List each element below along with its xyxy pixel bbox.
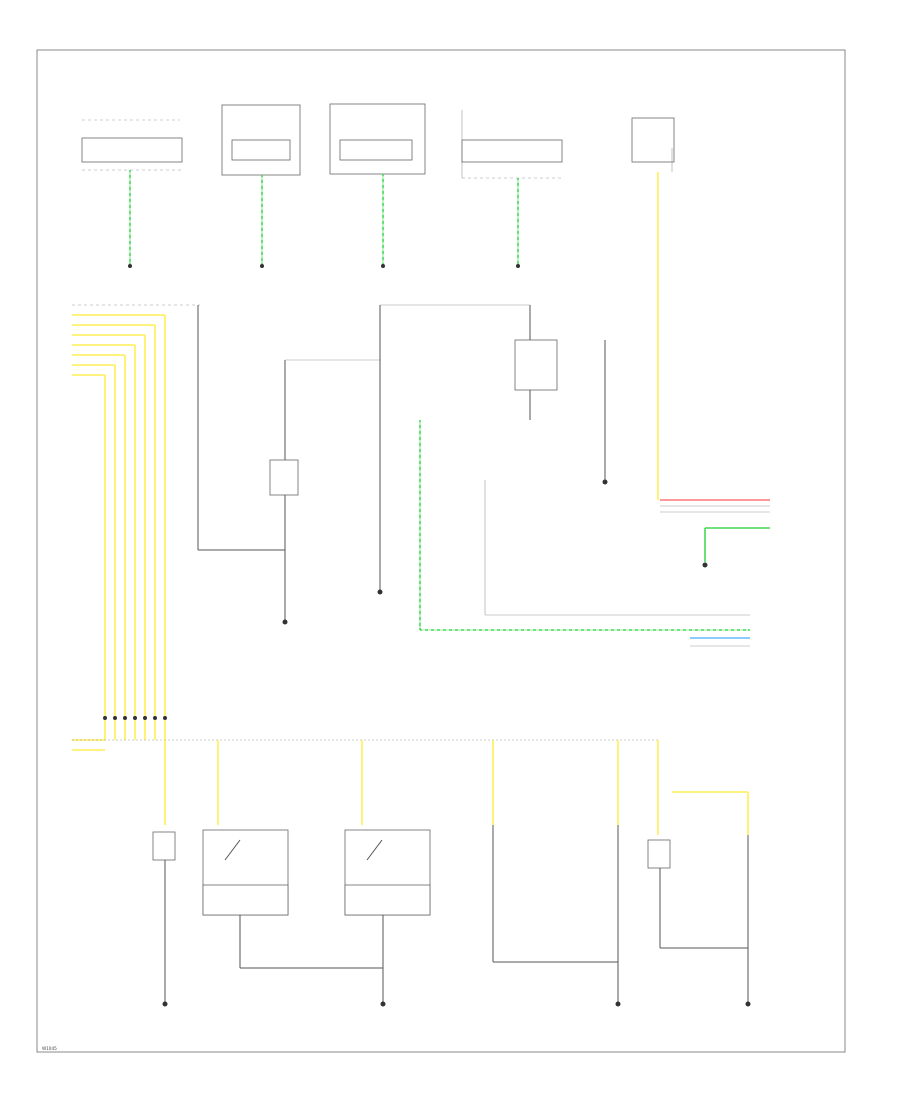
connector-pin [260,264,264,268]
ground-icon [615,1001,621,1007]
relay-box [269,459,299,496]
page-id: W1045 [42,1046,57,1051]
connector-pin [516,264,520,268]
top-module-2 [221,104,301,268]
bottom-harness [72,739,751,1007]
ground-icon [282,619,288,625]
ground-icon [162,1001,168,1007]
top-module-4 [461,110,563,268]
ground-icon [380,1001,386,1007]
connector-pin [381,264,385,268]
module-box [514,339,558,391]
connector-pin [128,264,132,268]
switch-box [647,839,671,869]
ground-icon [745,1001,751,1007]
ground-icon [377,589,383,595]
top-module-3 [329,103,426,268]
center-wiring [72,304,750,631]
right-side-wiring [657,172,770,647]
switch-box [152,831,176,861]
ground-icon [702,562,708,568]
switch-icon [366,839,383,861]
left-harness-bundle [72,314,167,751]
fuse-block [631,117,675,172]
diagram-frame [36,49,846,1053]
top-module-1 [81,119,183,268]
switch-icon [224,839,241,861]
ground-icon [602,479,608,485]
